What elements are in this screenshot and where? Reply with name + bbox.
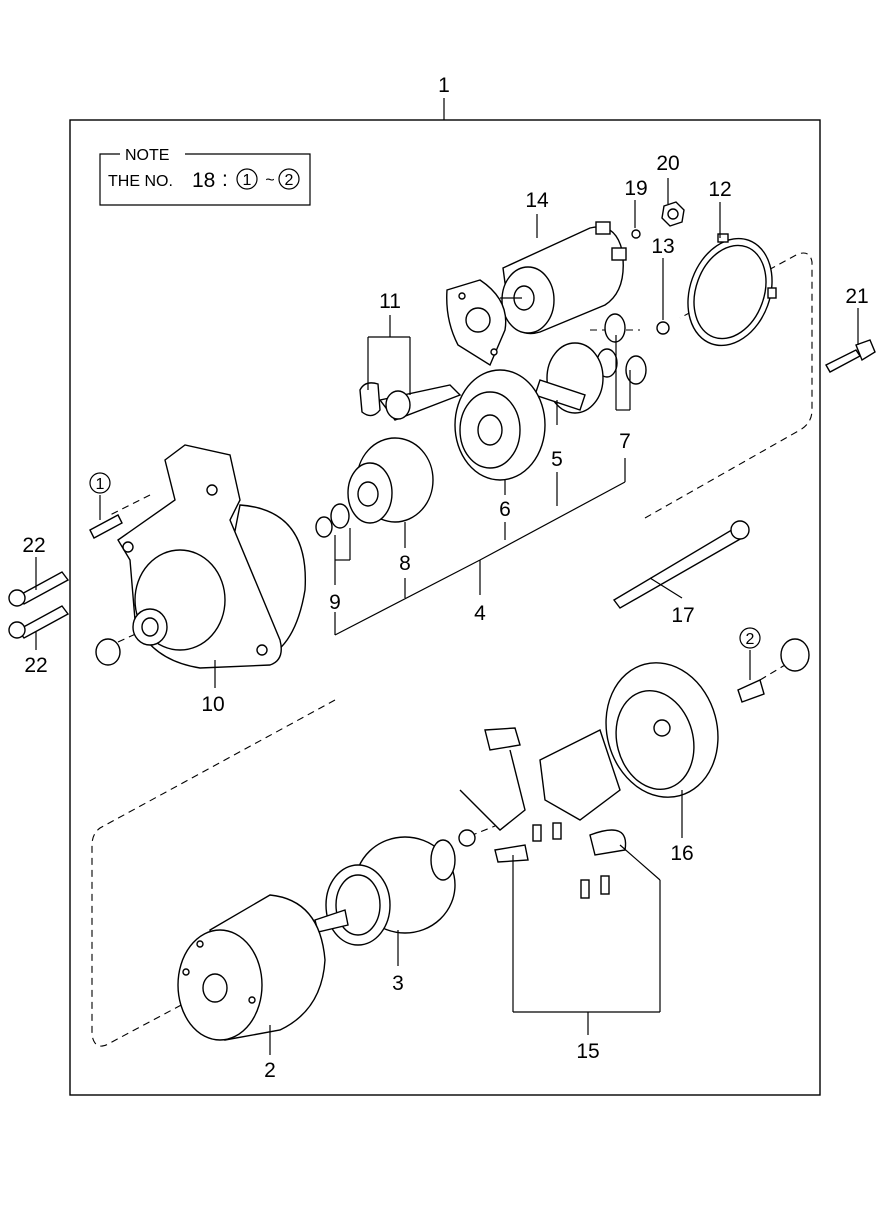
note-prefix: THE NO.	[108, 173, 173, 190]
callout-13: 13	[651, 235, 674, 258]
brush-holder-15	[458, 727, 627, 899]
callout-9: 9	[329, 591, 341, 614]
yoke-2	[177, 894, 326, 1041]
through-bolt-17	[612, 520, 750, 609]
bolts-22	[8, 571, 70, 639]
planetary-gears-7	[596, 313, 647, 385]
note-box: NOTE THE NO. 18 : 1 ~ 2	[99, 147, 311, 206]
callout-5: 5	[551, 448, 563, 471]
nut-20	[661, 201, 685, 227]
washer-19	[631, 229, 641, 239]
callout-11: 11	[379, 290, 401, 313]
callout-14: 14	[525, 189, 549, 212]
note-colon: :	[222, 168, 228, 191]
callout-21: 21	[845, 285, 868, 308]
front-housing-10	[95, 444, 307, 669]
stop-rings-9	[315, 503, 350, 538]
screw-callout-1: 1	[89, 472, 123, 539]
note-circle-from: 1	[243, 172, 252, 189]
note-tilde: ~	[265, 172, 274, 189]
callout-16: 16	[670, 842, 693, 865]
callout-10: 10	[201, 693, 224, 716]
note-circle-to: 2	[285, 172, 294, 189]
callout-19: 19	[624, 177, 647, 200]
planetary-shaft-5	[534, 342, 604, 414]
callout-6: 6	[499, 498, 511, 521]
solenoid-switch	[446, 221, 627, 367]
armature-3	[314, 836, 456, 946]
callout-numbers: 14 19 20 12 13 21 11 5 7 6 8 9 4 17 10 2…	[22, 152, 868, 1082]
circled-number-1: 1	[96, 476, 105, 493]
overrunning-clutch-8	[347, 437, 434, 524]
assembly-frame: 1	[69, 74, 821, 1096]
assembly-number: 1	[438, 74, 450, 97]
callout-20: 20	[656, 152, 679, 175]
shift-lever-11	[359, 382, 462, 421]
callout-4: 4	[474, 602, 486, 625]
callout-22-bottom: 22	[24, 654, 47, 677]
leader-lines	[35, 178, 859, 1055]
callout-7: 7	[619, 430, 631, 453]
screw-callout-2: 2	[739, 627, 761, 680]
callout-17: 17	[671, 604, 694, 627]
ball-13	[656, 321, 670, 335]
note-title: NOTE	[125, 147, 169, 164]
packing-ring-12	[687, 233, 777, 347]
callout-12: 12	[708, 178, 731, 201]
bolt-21	[825, 339, 876, 373]
callout-8: 8	[399, 552, 411, 575]
callout-3: 3	[392, 972, 404, 995]
callout-2: 2	[264, 1059, 276, 1082]
note-part-number: 18	[192, 169, 215, 192]
circled-number-2: 2	[746, 631, 755, 648]
callout-22-top: 22	[22, 534, 45, 557]
rear-bracket-16	[605, 638, 810, 798]
callout-15: 15	[576, 1040, 599, 1063]
internal-gear-6	[454, 369, 546, 481]
